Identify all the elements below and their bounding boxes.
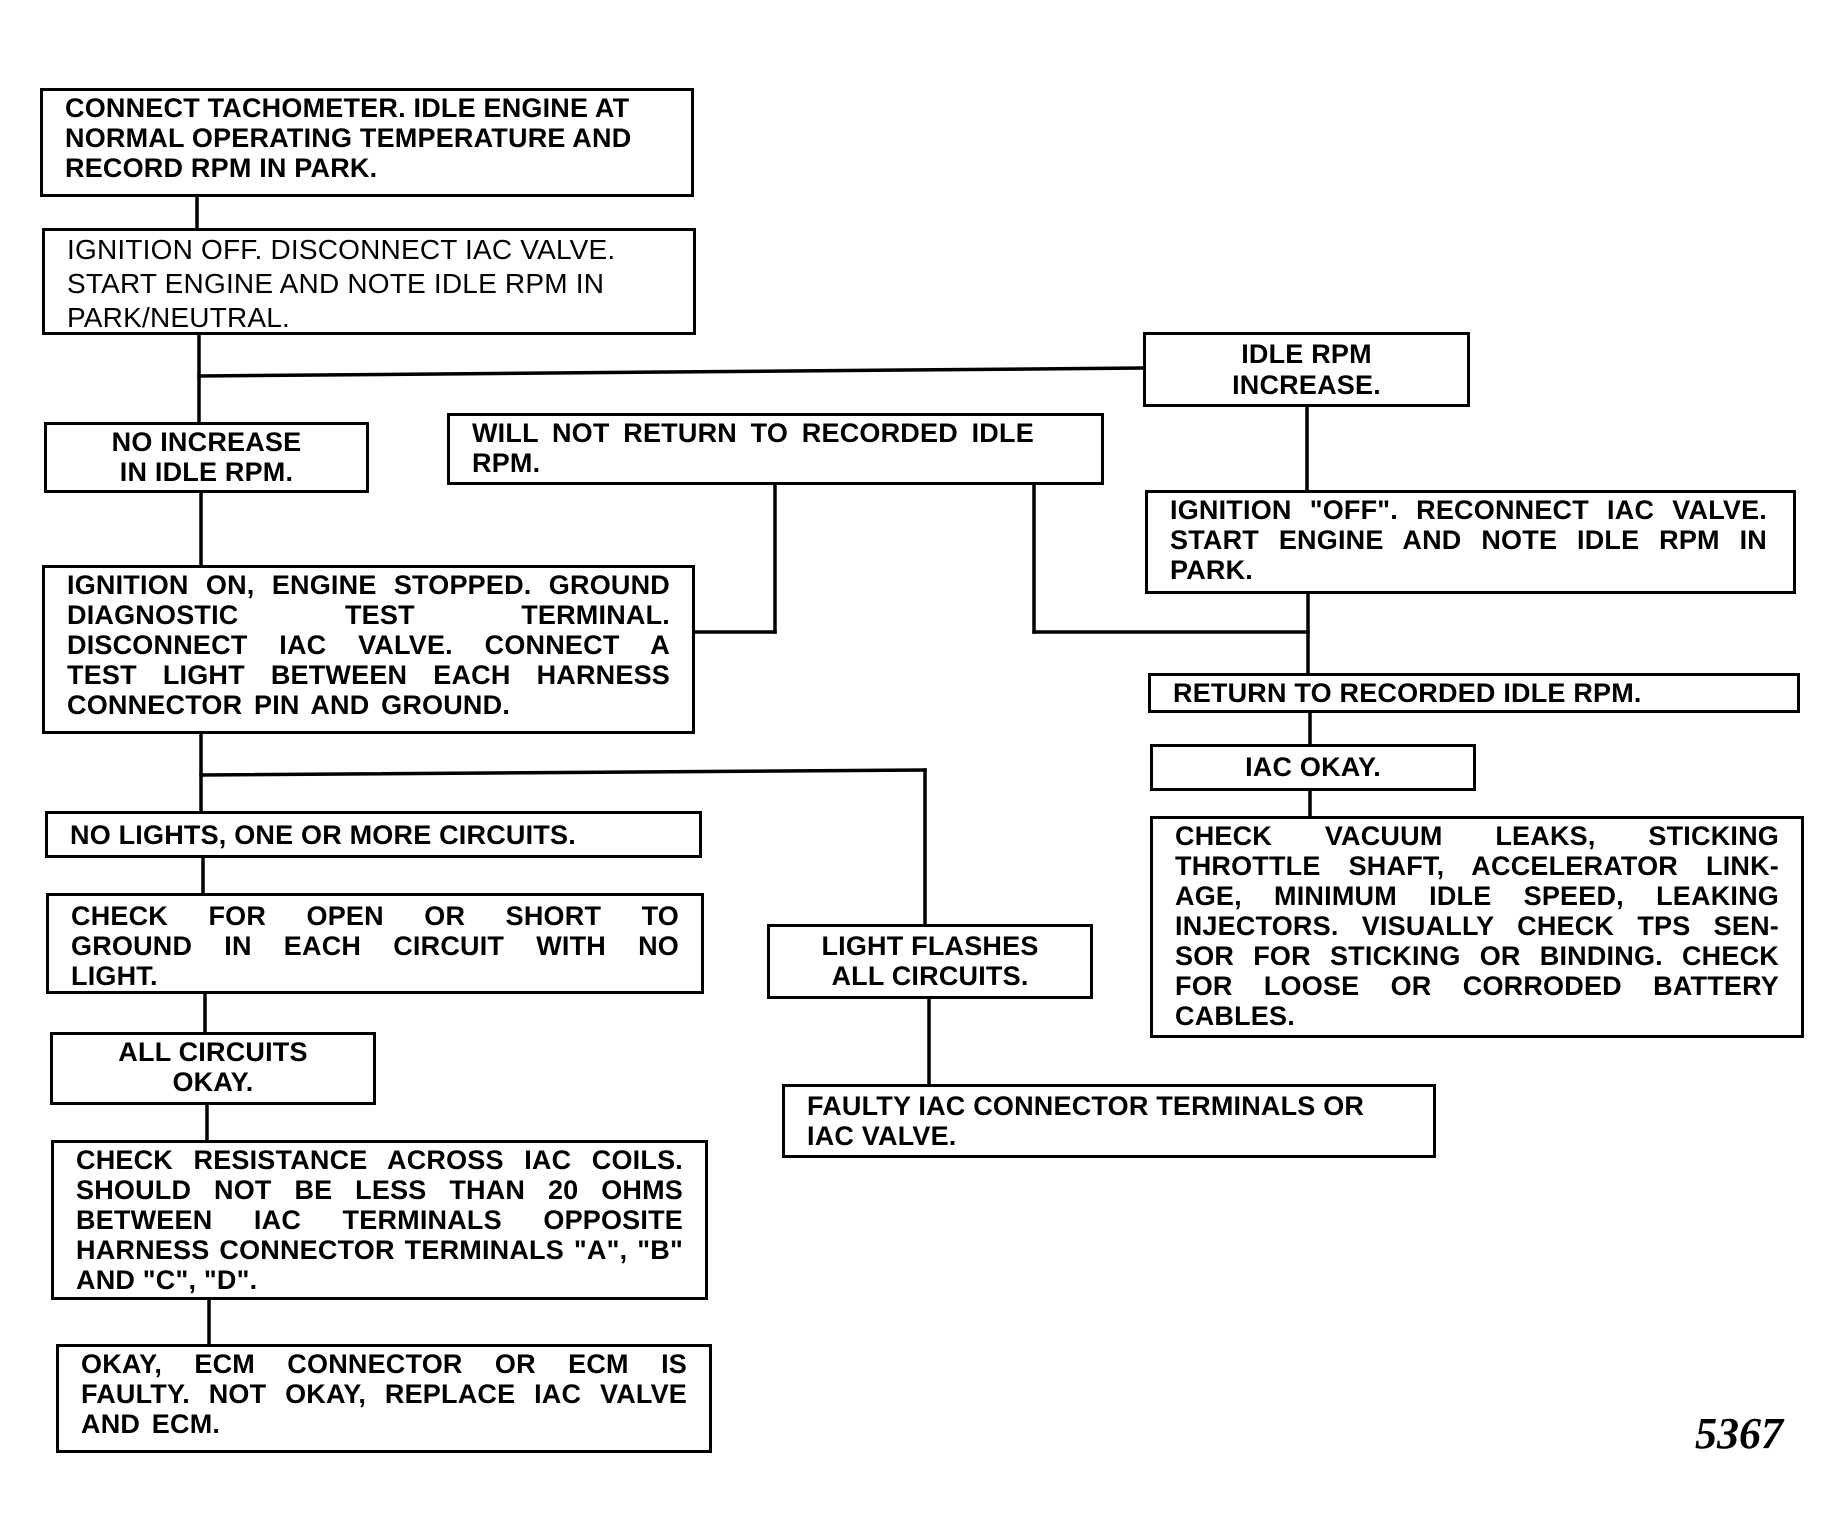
link-branch-to-light-flashes	[199, 768, 927, 777]
result-no-increase-in-idle-rpm: NO INCREASE IN IDLE RPM.	[44, 422, 369, 493]
result-all-circuits-okay: ALL CIRCUITS OKAY.	[50, 1032, 376, 1105]
result-return-to-recorded-idle-rpm: RETURN TO RECORDED IDLE RPM.	[1148, 673, 1800, 713]
result-will-not-return-to-recorded-idle: WILL NOT RETURN TO RECORDED IDLE RPM.	[447, 413, 1104, 485]
result-light-flashes-all-circuits: LIGHT FLASHES ALL CIRCUITS.	[767, 924, 1093, 999]
step-ignition-off-disconnect-iac: IGNITION OFF. DISCONNECT IAC VALVE. STAR…	[42, 228, 696, 335]
step-check-vacuum-leaks: CHECK VACUUM LEAKS, STICKING THROTTLE SH…	[1150, 816, 1804, 1038]
result-no-lights-one-or-more-circuits: NO LIGHTS, ONE OR MORE CIRCUITS.	[45, 811, 702, 858]
result-okay-ecm-connector-or-ecm: OKAY, ECM CONNECTOR OR ECM IS FAULTY. NO…	[56, 1344, 712, 1453]
step-check-resistance-iac-coils: CHECK RESISTANCE ACROSS IAC COILS. SHOUL…	[51, 1140, 708, 1300]
result-iac-okay: IAC OKAY.	[1150, 744, 1476, 791]
step-ignition-off-reconnect-iac: IGNITION "OFF". RECONNECT IAC VALVE. STA…	[1145, 490, 1796, 594]
step-connect-tachometer: CONNECT TACHOMETER. IDLE ENGINE AT NORMA…	[40, 88, 694, 197]
step-check-open-or-short: CHECK FOR OPEN OR SHORT TO GROUND IN EAC…	[46, 893, 704, 994]
step-ignition-on-test-light: IGNITION ON, ENGINE STOPPED. GROUND DIAG…	[42, 565, 695, 734]
figure-number: 5367	[1695, 1409, 1783, 1458]
result-faulty-iac-connector-or-valve: FAULTY IAC CONNECTOR TERMINALS OR IAC VA…	[782, 1084, 1436, 1158]
link-branch-to-idle-increase	[197, 366, 1145, 378]
result-idle-rpm-increase: IDLE RPM INCREASE.	[1143, 332, 1470, 407]
